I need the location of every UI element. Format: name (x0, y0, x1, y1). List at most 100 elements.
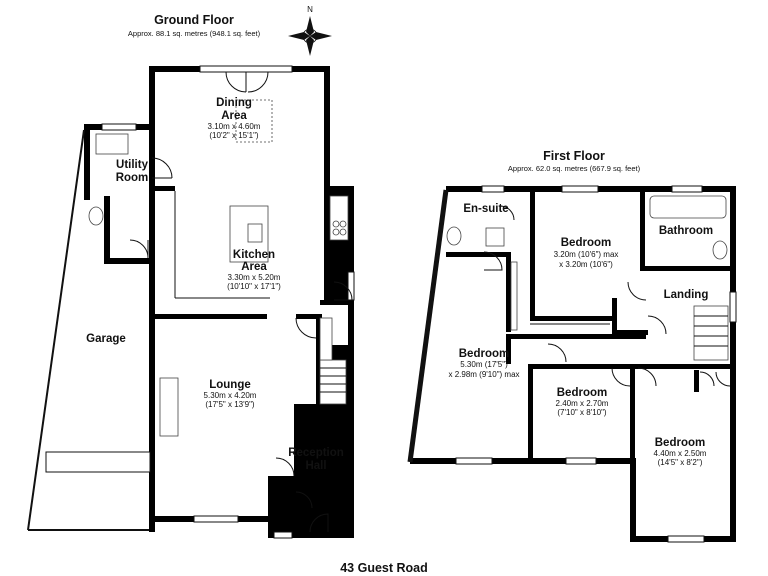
compass-north-label: N (307, 5, 313, 14)
wall-segment (149, 130, 155, 270)
wall-segment (640, 266, 732, 271)
hob-ring (332, 220, 340, 228)
wall-segment (155, 314, 267, 319)
patio-door-swing (247, 71, 269, 93)
bedroom-4-dim-metric: 4.40m x 2.50m (654, 449, 707, 458)
first-floor-area: Approx. 62.0 sq. metres (667.9 sq. feet) (508, 164, 641, 173)
wall-segment (506, 334, 511, 364)
first-floor-title: First Floor (543, 149, 605, 163)
bedroom-2-dim-line2: x 2.98m (9'10") max (448, 370, 519, 379)
wc-door-swing (295, 491, 313, 509)
wall-segment (296, 314, 322, 319)
bedroom-2-dim-line1: 5.30m (17'5") (460, 360, 508, 369)
bathroom-door-swing (627, 281, 647, 301)
wall-segment (320, 300, 350, 305)
bedroom-2-label: Bedroom (459, 348, 509, 360)
wall-segment (612, 330, 648, 335)
hall-window (273, 531, 293, 539)
wall-segment (294, 404, 299, 476)
wall-segment (155, 186, 175, 191)
bedroom-3-dim-imperial: (7'10" x 8'10") (557, 408, 607, 417)
bedroom-2-door-swing (547, 343, 567, 363)
lounge-window (193, 515, 239, 523)
wall-segment (446, 252, 510, 257)
bedroom-1-door-swing (647, 315, 667, 335)
wall-segment (316, 314, 321, 404)
lounge-door-swing (295, 317, 317, 339)
bathroom-toilet (712, 240, 728, 260)
kitchen-side-door-swing (333, 281, 353, 301)
bedroom-1-window (561, 185, 599, 193)
reception-hall-label-line1: Reception (288, 447, 344, 459)
utility-room-label-line1: Utility (116, 159, 149, 171)
property-address: 43 Guest Road (340, 561, 428, 575)
bedroom-1-dim-line1: 3.20m (10'6") max (554, 250, 619, 259)
wall-segment (294, 486, 299, 536)
wall-segment (528, 364, 533, 462)
reception-hall-label-line2: Hall (305, 460, 326, 472)
bedroom-3-window (565, 457, 597, 465)
bedroom-3-door-swing (611, 367, 631, 387)
bedroom-4-label: Bedroom (655, 437, 705, 449)
front-door-swing (309, 513, 329, 533)
wall-segment (149, 66, 155, 532)
first-floor-plan: First Floor Approx. 62.0 sq. metres (667… (407, 149, 737, 543)
ensuite-window (481, 185, 505, 193)
wall-segment (104, 258, 154, 264)
dining-area-label-line1: Dining (216, 97, 252, 109)
ground-floor-title: Ground Floor (154, 13, 234, 27)
hall-cupboard-door-swing (275, 457, 295, 477)
ensuite-label: En-suite (463, 203, 508, 215)
ensuite-toilet (446, 226, 462, 246)
utility-back-door-swing (129, 239, 149, 259)
wall-segment (530, 316, 612, 321)
bathroom-window (671, 185, 703, 193)
patio-door-swing (225, 71, 247, 93)
wall-segment (530, 190, 535, 320)
bedroom-4-dim-imperial: (14'5" x 8'2") (658, 458, 703, 467)
bedroom-4-door-swing (637, 367, 657, 387)
garage-door (45, 451, 151, 473)
kitchen-area-dim-imperial: (10'10" x 17'1") (227, 282, 281, 291)
dining-table (235, 99, 273, 143)
ground-floor-outer-wall (149, 66, 354, 538)
ground-stairs (319, 317, 347, 405)
bedroom-3-label: Bedroom (557, 387, 607, 399)
lounge-label: Lounge (209, 379, 251, 391)
wall-segment (324, 66, 330, 192)
kitchen-sink (247, 223, 263, 243)
wall-segment (612, 298, 617, 334)
dining-patio-window (199, 65, 293, 73)
first-floor-stairs (693, 305, 729, 361)
wall-segment (506, 252, 511, 332)
lounge-dim-metric: 5.30m x 4.20m (204, 391, 257, 400)
wall-segment (268, 532, 354, 538)
hob-ring (332, 228, 340, 236)
kitchen-side-window (347, 271, 355, 301)
wall-segment (324, 186, 354, 192)
wall-segment (694, 370, 699, 392)
wardrobe (510, 261, 518, 331)
dining-area-label-line2: Area (221, 110, 247, 122)
dining-area-dim-metric: 3.10m x 4.60m (208, 122, 261, 131)
ensuite-cupboard-door-swing (499, 205, 515, 221)
ensuite-shower (485, 227, 505, 247)
bedroom-1-label: Bedroom (561, 237, 611, 249)
utility-sink (95, 133, 129, 155)
wall-segment (104, 196, 110, 262)
lounge-fireplace (159, 377, 179, 437)
wall-segment (730, 364, 736, 540)
wall-segment (630, 364, 635, 462)
wall-segment (268, 476, 298, 481)
first-floor-slanted-wall (407, 189, 449, 463)
wall-segment (630, 460, 636, 542)
wall-segment (348, 186, 354, 538)
garage-label: Garage (86, 333, 126, 345)
cupboard-door-swing (699, 371, 731, 387)
wall-segment (730, 186, 736, 366)
utility-window (101, 123, 137, 131)
bath-tub (649, 195, 727, 219)
utility-room-label-line2: Room (116, 172, 149, 184)
wall-segment (84, 124, 90, 200)
bedroom-1-dim-line2: x 3.20m (10'6") (559, 260, 613, 269)
